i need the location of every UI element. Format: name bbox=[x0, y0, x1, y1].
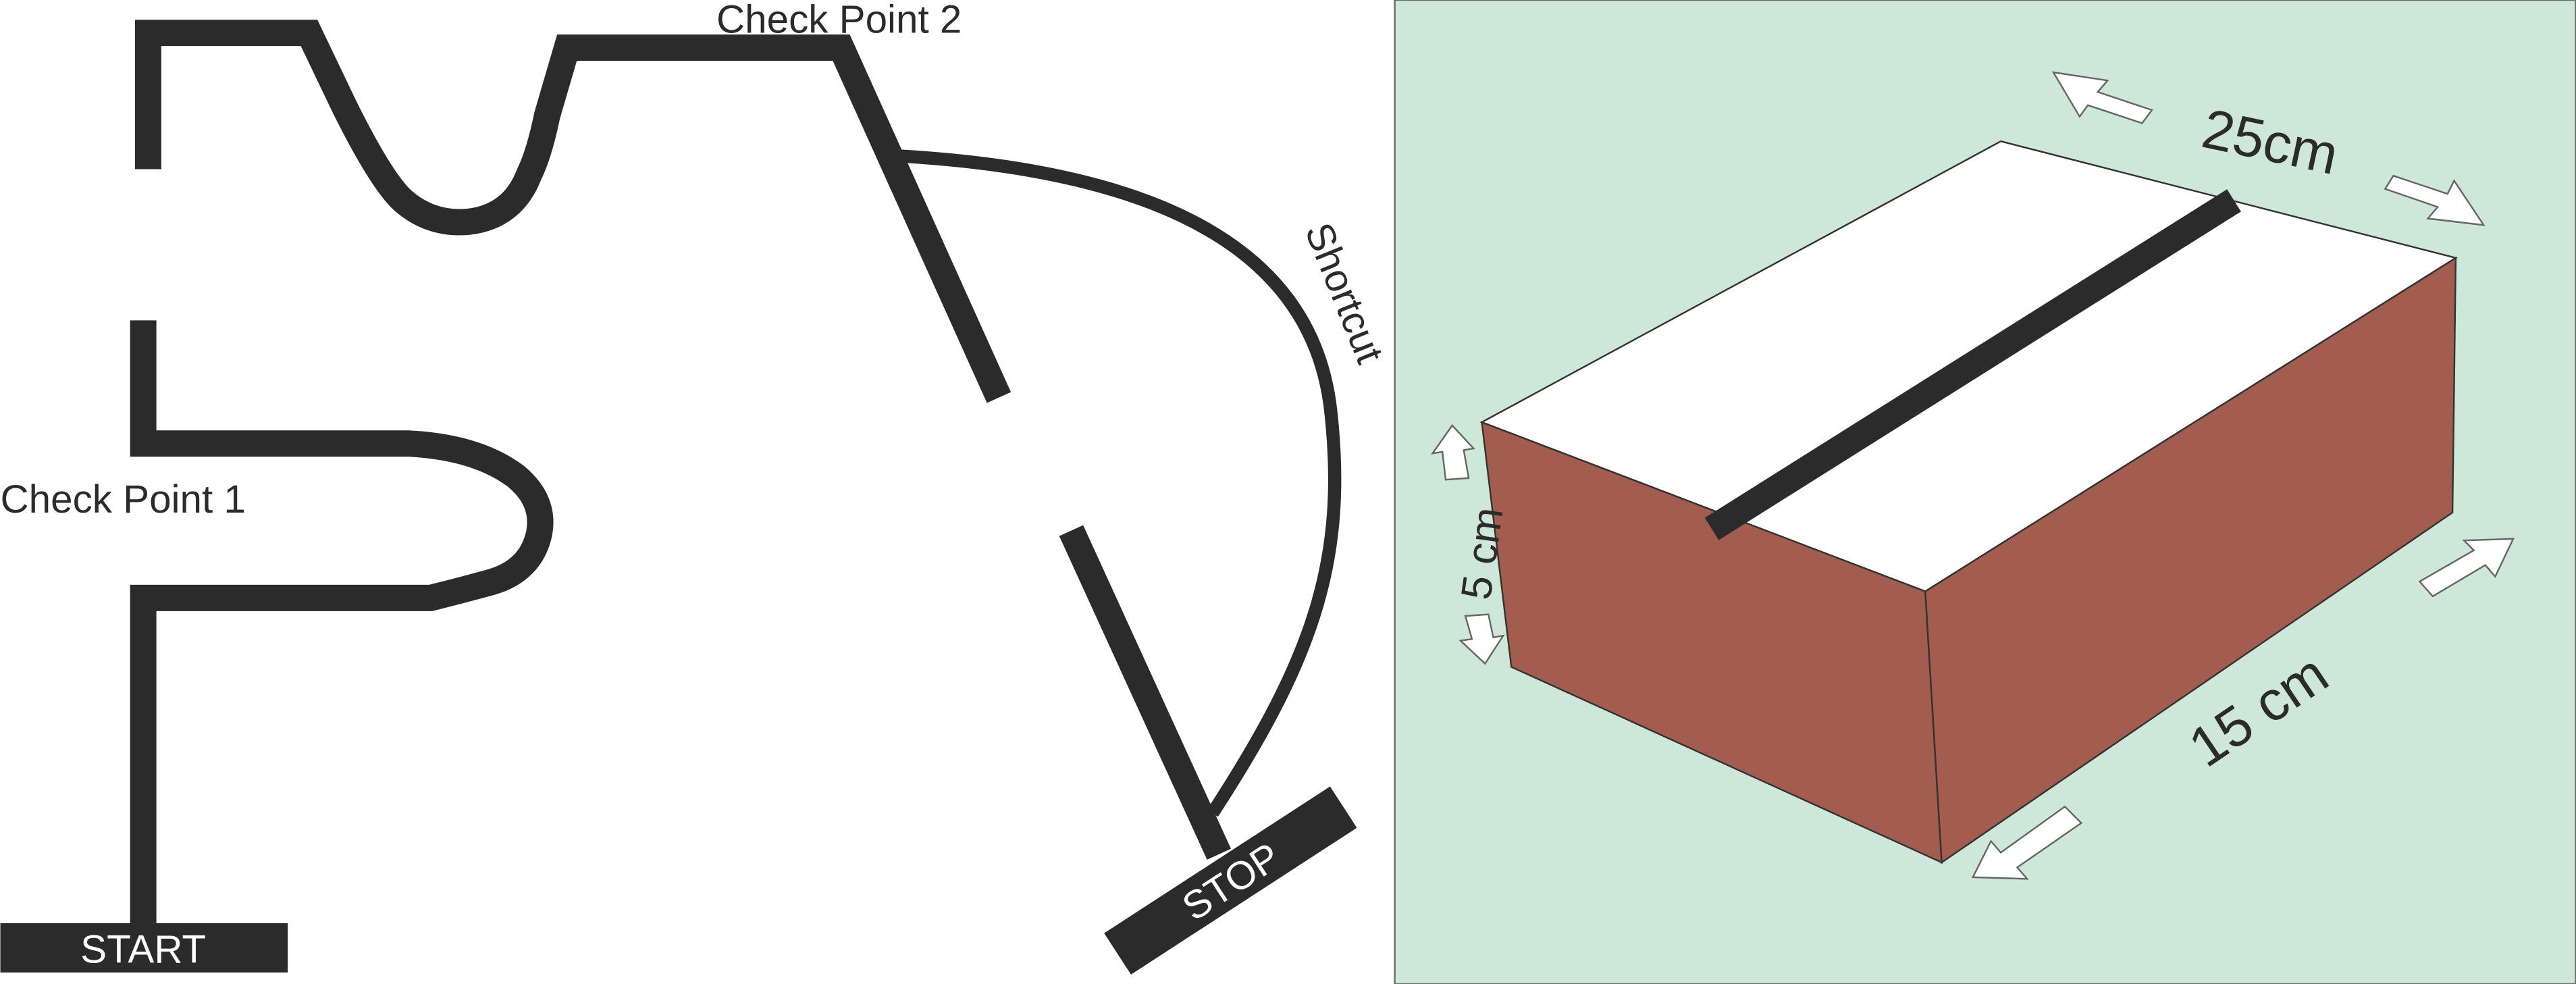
track-line-lower bbox=[130, 320, 554, 929]
height-arrow-up bbox=[1430, 424, 1475, 481]
obstacle-panel: 25cm 15 cm 5 cm bbox=[1394, 0, 2576, 984]
checkpoint-2-label: Check Point 2 bbox=[716, 0, 962, 42]
box-right-face bbox=[1924, 256, 2457, 864]
track-line-upper bbox=[134, 20, 1011, 403]
length-arrow-right bbox=[2384, 174, 2486, 226]
track-diagram: START STOP Check Point 1 Check Point 2 S… bbox=[0, 0, 1392, 975]
width-arrow-upper bbox=[2418, 538, 2515, 598]
width-arrow-lower bbox=[1971, 805, 2083, 880]
length-arrow-left bbox=[2051, 71, 2153, 124]
stop-label: STOP bbox=[1175, 835, 1288, 929]
start-label: START bbox=[80, 927, 206, 971]
checkpoint-1-label: Check Point 1 bbox=[1, 477, 246, 521]
box-top-track-stripe bbox=[1704, 189, 2241, 540]
stop-bar bbox=[1104, 786, 1357, 975]
start-bar bbox=[0, 923, 288, 973]
height-arrow-down bbox=[1458, 613, 1505, 665]
track-line-final bbox=[1059, 525, 1232, 860]
shortcut-curve bbox=[899, 149, 1342, 817]
